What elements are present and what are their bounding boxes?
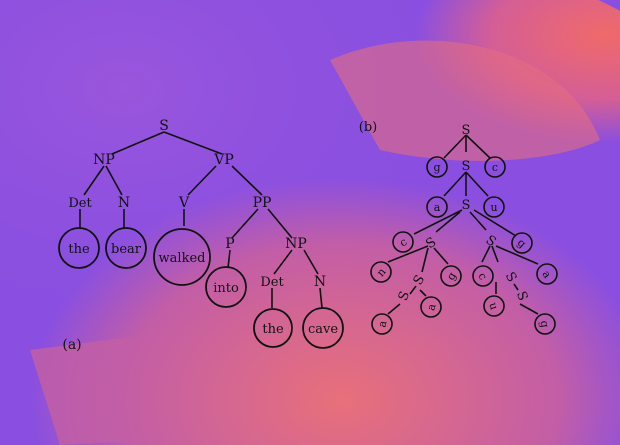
node-b-g2: g <box>515 236 529 250</box>
leaf-cave: cave <box>308 322 338 337</box>
node-N-2: N <box>314 274 326 290</box>
node-b-c2: c <box>397 235 410 249</box>
panel-label-b: (b) <box>359 120 377 135</box>
node-b-c3: c <box>475 270 489 282</box>
tree-b-circles <box>370 156 558 335</box>
leaf-bear: bear <box>111 242 142 257</box>
leaf-circle-walked <box>153 228 211 286</box>
node-b-S5: S <box>483 233 499 250</box>
node-Det-2: Det <box>260 275 284 290</box>
tree-b-edges <box>387 134 539 315</box>
leaf-circle-cave <box>302 307 344 349</box>
node-NP: NP <box>93 152 115 168</box>
node-b-n1: n <box>374 265 389 279</box>
node-b-u2: u <box>486 301 500 311</box>
node-NP-2: NP <box>285 236 307 252</box>
node-b-u1: u <box>490 201 497 214</box>
node-b-a4: a <box>376 319 390 328</box>
tree-b-labels: (b) S g S c a S u c S S g n S g c S a S … <box>359 120 554 329</box>
leaf-the: the <box>68 242 90 257</box>
node-PP: PP <box>253 195 272 211</box>
tree-a-labels: S NP VP Det N V PP the bear walked P NP … <box>62 118 338 353</box>
node-b-c1: c <box>492 161 498 174</box>
leaf-circle-bear <box>105 227 147 269</box>
leaf-walked: walked <box>159 251 206 266</box>
node-b-g4: g <box>537 319 551 328</box>
node-b-S4: S <box>423 235 439 252</box>
node-b-S3: S <box>462 198 471 213</box>
node-b-g1: g <box>433 161 440 174</box>
panel-label-a: (a) <box>62 337 81 353</box>
leaf-circle-the-2 <box>253 308 293 348</box>
node-b-S6: S <box>411 273 428 288</box>
node-b-S8: S <box>396 289 413 302</box>
node-b-S9: S <box>513 289 530 302</box>
leaf-circle-the <box>58 227 100 269</box>
node-N: N <box>118 195 130 211</box>
node-P: P <box>225 236 234 252</box>
node-b-a1: a <box>434 201 441 214</box>
leaf-into: into <box>213 281 239 296</box>
tree-a-leaf-circles <box>58 227 344 349</box>
leaf-the-2: the <box>262 322 284 337</box>
node-b-a2: a <box>539 268 554 281</box>
leaf-circle-into <box>205 266 247 308</box>
node-V: V <box>178 195 190 211</box>
node-VP: VP <box>213 152 234 168</box>
node-Det: Det <box>68 196 92 211</box>
node-b-S7: S <box>502 270 519 285</box>
node-b-S2: S <box>462 159 471 174</box>
tree-a-edges <box>79 131 323 309</box>
node-b-g3: g <box>444 270 459 283</box>
node-b-S1: S <box>462 123 471 138</box>
node-b-a3: a <box>424 302 438 312</box>
node-S: S <box>159 118 169 134</box>
